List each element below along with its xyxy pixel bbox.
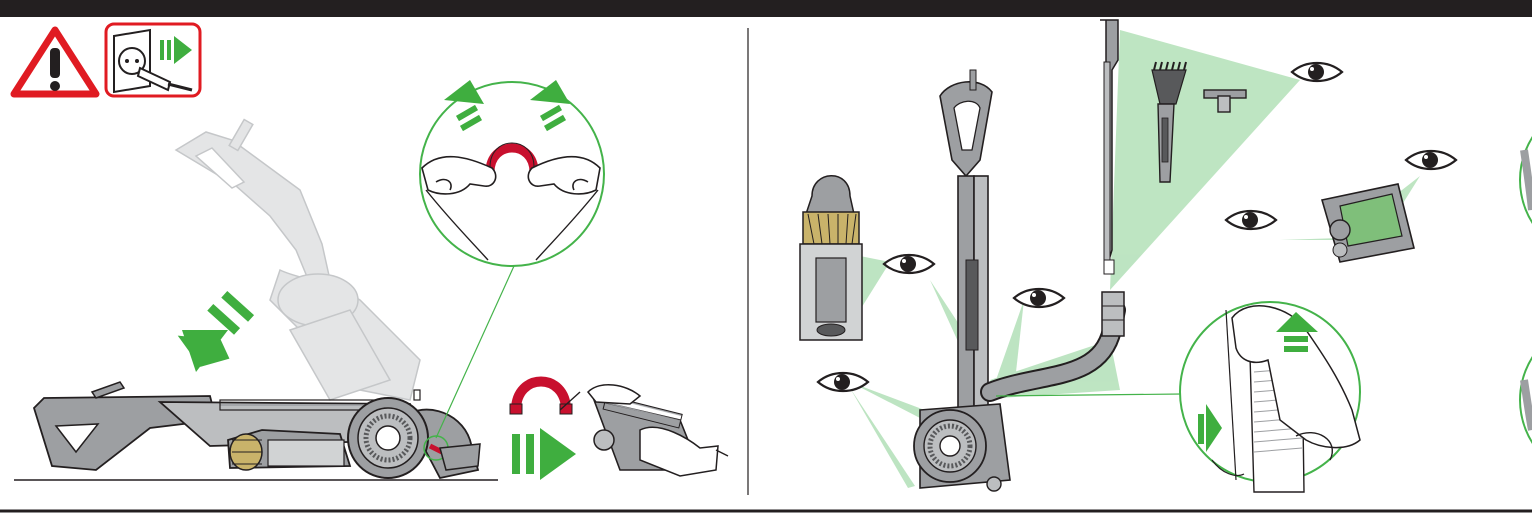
warning-triangle-icon xyxy=(14,30,96,94)
eye-icon xyxy=(1226,211,1276,229)
next-step-preview xyxy=(1520,100,1532,480)
tilt-down-arrow-icon xyxy=(178,291,254,372)
hose-release-magnifier xyxy=(1180,302,1360,492)
cleaner-head xyxy=(1322,184,1414,262)
reclined-machine xyxy=(34,382,480,478)
brush-bar-in-hands xyxy=(560,385,728,476)
cyclone-bin xyxy=(800,176,862,340)
unplug-socket-icon xyxy=(106,24,200,96)
top-bar xyxy=(0,0,1532,17)
upright-machine xyxy=(914,70,1010,491)
clip-detail-magnifier xyxy=(420,80,604,266)
slide-out-arrow-icon xyxy=(512,428,576,480)
eye-icon xyxy=(818,373,868,391)
magnifier-leader xyxy=(436,266,514,438)
eye-icon xyxy=(884,255,934,273)
removed-clip xyxy=(510,382,572,415)
eye-icon xyxy=(1406,151,1456,169)
eye-icon xyxy=(1292,63,1342,81)
eye-icon xyxy=(1014,289,1064,307)
